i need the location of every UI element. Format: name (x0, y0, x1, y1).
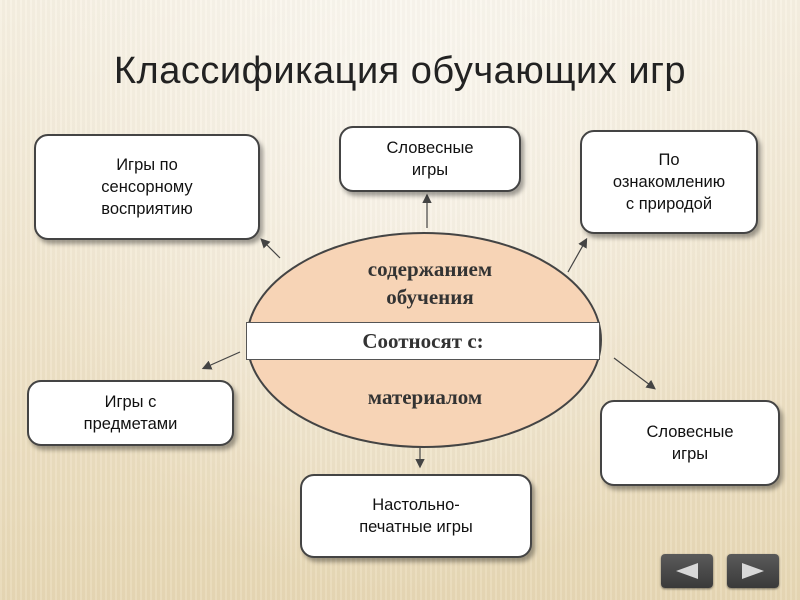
box-board-games: Настольно- печатные игры (300, 474, 532, 558)
arrow-to-sensory (260, 238, 281, 259)
triangle-left-icon (676, 563, 698, 579)
arrow-to-objects (201, 351, 241, 370)
box-sensory-games: Игры по сенсорному восприятию (34, 134, 260, 240)
center-band: Соотносят с: (246, 322, 600, 360)
arrow-to-nature (567, 237, 588, 273)
next-slide-button[interactable] (727, 554, 779, 588)
box-verbal-games-right: Словесные игры (600, 400, 780, 486)
box-verbal-games-top: Словесные игры (339, 126, 521, 192)
slide-title: Классификация обучающих игр (113, 50, 687, 92)
box-object-games: Игры с предметами (27, 380, 234, 446)
center-band-label: Соотносят с: (362, 328, 484, 353)
triangle-right-icon (742, 563, 764, 579)
prev-slide-button[interactable] (661, 554, 713, 588)
box-nature-games: По ознакомлению с природой (580, 130, 758, 234)
center-bottom-text: материалом (367, 385, 483, 409)
arrow-to-verbal-right (613, 357, 656, 390)
center-top-text: содержанием обучения (367, 257, 493, 310)
